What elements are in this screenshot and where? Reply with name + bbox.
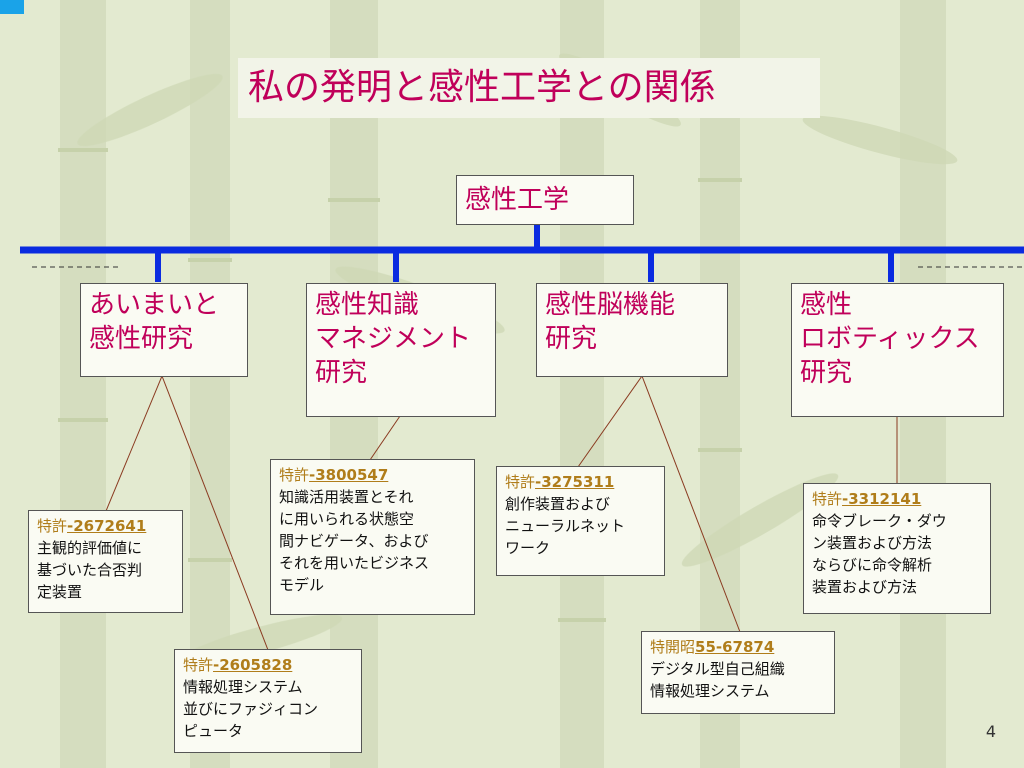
patent-box: 特許-2605828 情報処理システム 並びにファジィコン ピュータ [174, 649, 362, 753]
patent-box: 特許-3312141 命令ブレーク・ダウ ン装置および方法 ならびに命令解析 装… [803, 483, 991, 614]
patent-box: 特許-3275311 創作装置および ニューラルネット ワーク [496, 466, 665, 576]
patent-description: 知識活用装置とそれ に用いられる状態空 間ナビゲータ、および それを用いたビジネ… [279, 488, 430, 594]
patent-number[interactable]: -2672641 [67, 517, 147, 535]
link-patent-1 [105, 375, 163, 512]
patent-label: 特許-2672641 [37, 517, 147, 535]
patent-label: 特開昭55-67874 [650, 638, 775, 656]
root-box-kansei-engineering: 感性工学 [456, 175, 634, 225]
patent-description: 創作装置および ニューラルネット ワーク [505, 495, 626, 557]
branch-box-knowledge-management: 感性知識 マネジメント 研究 [306, 283, 496, 417]
patent-number[interactable]: -3312141 [842, 490, 922, 508]
patent-description: 情報処理システム 並びにファジィコン ピュータ [183, 678, 319, 740]
patent-label: 特許-3275311 [505, 473, 615, 491]
patent-description: 命令ブレーク・ダウ ン装置および方法 ならびに命令解析 装置および方法 [812, 512, 947, 596]
link-patent-2 [161, 375, 269, 651]
slide-title: 私の発明と感性工学との関係 [238, 58, 820, 118]
link-patent-3 [369, 415, 401, 461]
patent-label: 特許-2605828 [183, 656, 293, 674]
branch-box-fuzzy-kansei: あいまいと 感性研究 [80, 283, 248, 377]
patent-number[interactable]: -2605828 [213, 656, 293, 674]
branch-box-robotics: 感性 ロボティックス 研究 [791, 283, 1004, 417]
patent-description: デジタル型自己組織 情報処理システム [650, 660, 785, 700]
patent-label: 特許-3312141 [812, 490, 922, 508]
link-patent-5 [641, 375, 741, 633]
patent-number[interactable]: -3275311 [535, 473, 615, 491]
patent-box: 特許-2672641 主観的評価値に 基づいた合否判 定装置 [28, 510, 183, 613]
patent-number[interactable]: 55-67874 [695, 638, 775, 656]
slide-corner-marker [0, 0, 24, 14]
patent-number[interactable]: -3800547 [309, 466, 389, 484]
page-number: 4 [985, 722, 996, 741]
root-label: 感性工学 [465, 185, 570, 215]
link-patent-4 [577, 375, 643, 468]
patent-description: 主観的評価値に 基づいた合否判 定装置 [37, 539, 143, 601]
patent-label: 特許-3800547 [279, 466, 389, 484]
patent-box: 特許-3800547 知識活用装置とそれ に用いられる状態空 間ナビゲータ、およ… [270, 459, 475, 615]
patent-box: 特開昭55-67874 デジタル型自己組織 情報処理システム [641, 631, 835, 714]
branch-box-brain-function: 感性脳機能 研究 [536, 283, 728, 377]
